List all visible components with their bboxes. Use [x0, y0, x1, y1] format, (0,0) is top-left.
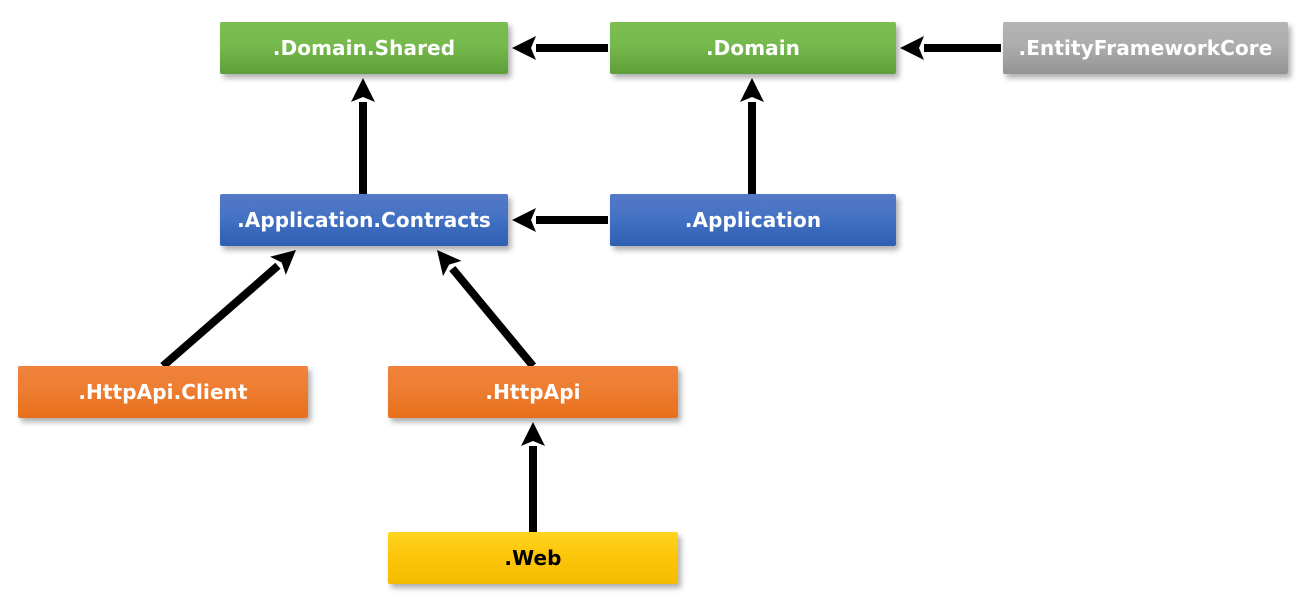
node-httpapi[interactable]: .HttpApi [388, 366, 678, 418]
node-httpapi-client[interactable]: .HttpApi.Client [18, 366, 308, 418]
node-domain-shared[interactable]: .Domain.Shared [220, 22, 508, 74]
node-label-domain: .Domain [705, 36, 801, 60]
node-label-web: .Web [504, 546, 562, 570]
node-label-entity-framework-core: .EntityFrameworkCore [1018, 36, 1273, 60]
node-application[interactable]: .Application [610, 194, 896, 246]
node-domain[interactable]: .Domain [610, 22, 896, 74]
node-application-contracts[interactable]: .Application.Contracts [220, 194, 508, 246]
dependency-arrow [351, 78, 375, 194]
dependency-arrow [437, 250, 537, 369]
node-label-application-contracts: .Application.Contracts [237, 208, 491, 232]
dependency-arrow [512, 36, 608, 60]
dependency-arrow [512, 208, 608, 232]
dependency-arrow [900, 36, 1001, 60]
node-label-httpapi-client: .HttpApi.Client [78, 380, 248, 404]
node-entity-framework-core[interactable]: .EntityFrameworkCore [1003, 22, 1288, 74]
node-label-httpapi: .HttpApi [485, 380, 581, 404]
dependency-arrow [160, 250, 296, 370]
node-web[interactable]: .Web [388, 532, 678, 584]
dependency-arrow [521, 422, 545, 532]
node-label-domain-shared: .Domain.Shared [272, 36, 456, 60]
dependency-arrow [740, 78, 764, 194]
node-label-application: .Application [684, 208, 822, 232]
